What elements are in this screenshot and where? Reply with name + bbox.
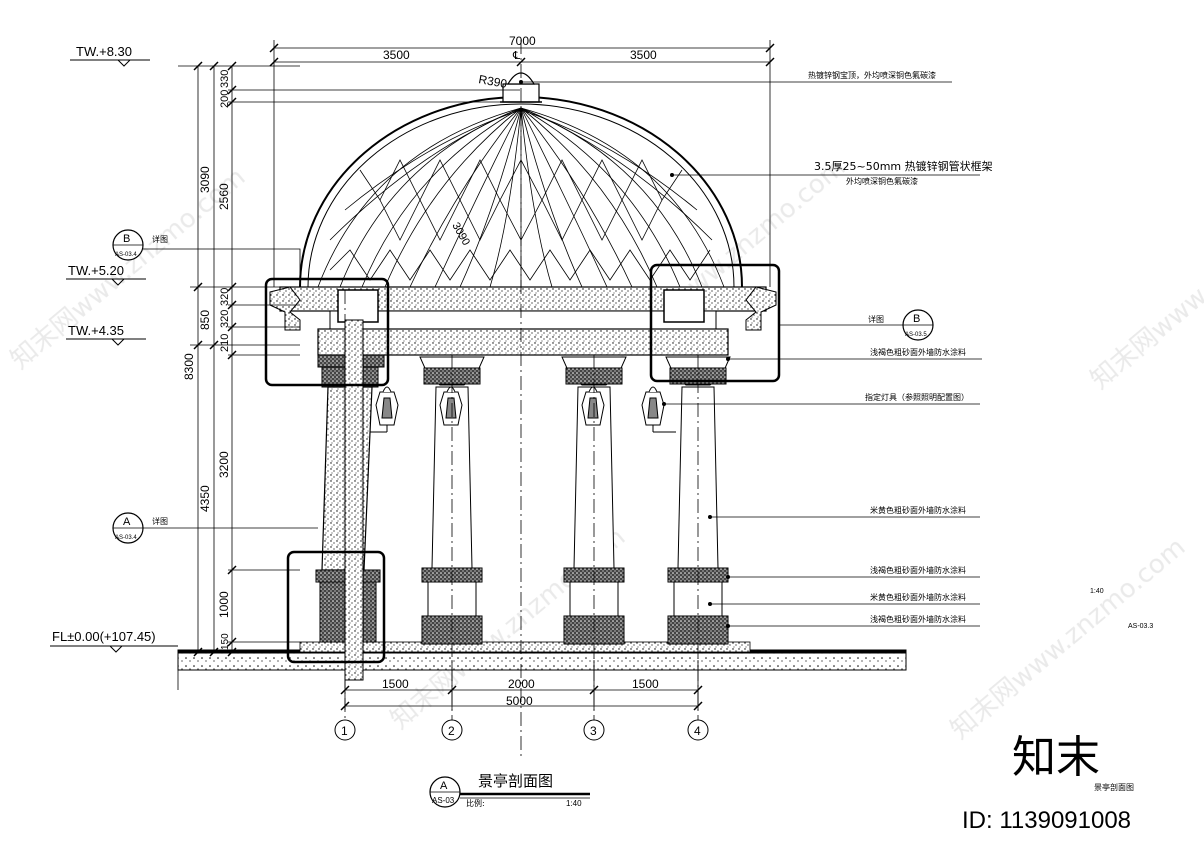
dim-total-width: 7000 xyxy=(509,34,536,48)
dim-8300: 8300 xyxy=(182,353,196,380)
level-floor: FL±0.00(+107.45) xyxy=(52,629,156,644)
detail-bubble-b-left: B AS-03.4 详图 xyxy=(112,229,301,282)
dim-right-width: 3500 xyxy=(630,48,657,62)
lamp-icon xyxy=(370,386,399,433)
dome-radius-label: 3090 xyxy=(449,221,472,248)
axis-label-2: 2 xyxy=(448,724,455,738)
dim-2560: 2560 xyxy=(217,183,231,210)
callout-detail-b: 详图 xyxy=(868,314,884,324)
dim-320-a: 320 xyxy=(219,288,231,306)
lamp-icon xyxy=(439,386,463,426)
bubble-letter: B xyxy=(913,313,920,325)
dim-1000: 1000 xyxy=(217,591,231,618)
axis-label-1: 1 xyxy=(341,724,348,738)
callout-paint-2: 米黄色粗砂面外墙防水涂料 xyxy=(870,505,966,515)
dim-3200: 3200 xyxy=(217,451,231,478)
axis-label-4: 4 xyxy=(694,724,701,738)
side-note-sheet: AS-03.3 xyxy=(1128,623,1153,630)
dim-330: 330 xyxy=(219,70,231,88)
scale-value: 1:40 xyxy=(566,799,582,808)
dim-4350: 4350 xyxy=(198,485,212,512)
side-note-scale: 1:40 xyxy=(1090,588,1104,595)
drawing-title: 景亭剖面图 xyxy=(478,772,553,790)
callout-dots xyxy=(519,80,730,628)
dim-850: 850 xyxy=(198,310,212,330)
dim-320-b: 320 xyxy=(219,310,231,328)
brand-id: ID: 1139091008 xyxy=(962,807,1131,834)
ring-beam xyxy=(269,286,777,356)
lamp-icon xyxy=(581,386,605,426)
callout-frame-1: 3.5厚25~50mm 热镀锌钢管状框架 xyxy=(814,159,993,173)
bubble-text: 详图 xyxy=(152,516,168,526)
dim-150: 150 xyxy=(220,633,231,650)
dim-left-width: 3500 xyxy=(383,48,410,62)
dome xyxy=(299,72,743,288)
detail-bubble-a: A AS-03.4 详图 xyxy=(112,512,318,544)
brand-logo: 知末 xyxy=(1012,732,1100,783)
title-letter: A xyxy=(440,780,448,792)
dim-bottom-1500-right: 1500 xyxy=(632,677,659,691)
callout-lamp: 指定灯具（参照照明配置图） xyxy=(865,392,969,402)
top-dimensions xyxy=(269,40,775,287)
level-top: TW.+8.30 xyxy=(76,44,132,59)
level-marks xyxy=(50,59,178,653)
scale-label: 比例: xyxy=(466,798,485,808)
lamp-icon xyxy=(641,386,676,433)
detail-boxes xyxy=(264,263,781,664)
bubble-letter: B xyxy=(123,233,130,245)
watermark-text: 知末网www.znzmo.com xyxy=(1085,182,1204,395)
level-ring-bottom: TW.+4.35 xyxy=(68,323,124,338)
watermark-text: 知末网www.znzmo.com xyxy=(945,532,1191,745)
dim-bottom-2000: 2000 xyxy=(508,677,535,691)
axis-label-3: 3 xyxy=(590,724,597,738)
brand: 知末 景亭剖面图 ID: 1139091008 xyxy=(962,732,1134,834)
column-1-section xyxy=(315,319,385,681)
bottom-dimensions xyxy=(340,660,703,711)
dim-bottom-1500-left: 1500 xyxy=(382,677,409,691)
callout-paint-5: 浅褐色粗砂面外墙防水涂料 xyxy=(870,614,966,624)
left-dimensions xyxy=(178,61,520,657)
dim-bottom-total: 5000 xyxy=(506,694,533,708)
dim-210: 210 xyxy=(219,334,231,352)
callout-finial: 热镀锌钢宝顶，外均喷深铜色氟碳漆 xyxy=(808,70,936,80)
detail-bubble-b-right: B AS-03.5 详图 xyxy=(779,309,934,341)
dim-3090: 3090 xyxy=(198,166,212,193)
callout-paint-3: 浅褐色粗砂面外墙防水涂料 xyxy=(870,565,966,575)
callout-leaders xyxy=(521,81,982,627)
bubble-sheet: AS-03.4 xyxy=(115,252,137,258)
callout-paint-1: 浅褐色粗砂面外墙防水涂料 xyxy=(870,347,966,357)
centerline-symbol: ℄ xyxy=(512,50,520,62)
callout-paint-4: 米黄色粗砂面外墙防水涂料 xyxy=(870,592,966,602)
axis-lines xyxy=(344,40,699,760)
axis-bubbles xyxy=(334,719,709,741)
bubble-sheet: AS-03.4 xyxy=(115,535,137,541)
callout-frame-2: 外均喷深铜色氟碳漆 xyxy=(846,176,918,186)
title-block: A AS-03 景亭剖面图 比例: 1:40 xyxy=(429,772,590,808)
level-ring-top: TW.+5.20 xyxy=(68,263,124,278)
title-sheet: AS-03 xyxy=(432,796,455,805)
dim-200: 200 xyxy=(219,90,231,108)
lamps xyxy=(370,386,676,433)
bubble-text: 详图 xyxy=(152,234,168,244)
brand-subtitle: 景亭剖面图 xyxy=(1094,782,1134,792)
bubble-letter: A xyxy=(123,516,131,528)
bubble-sheet: AS-03.5 xyxy=(905,332,927,338)
radius-label: R390 xyxy=(477,72,508,91)
left-dim-texts: 3090 850 8300 4350 330 200 2560 320 320 … xyxy=(182,70,231,650)
